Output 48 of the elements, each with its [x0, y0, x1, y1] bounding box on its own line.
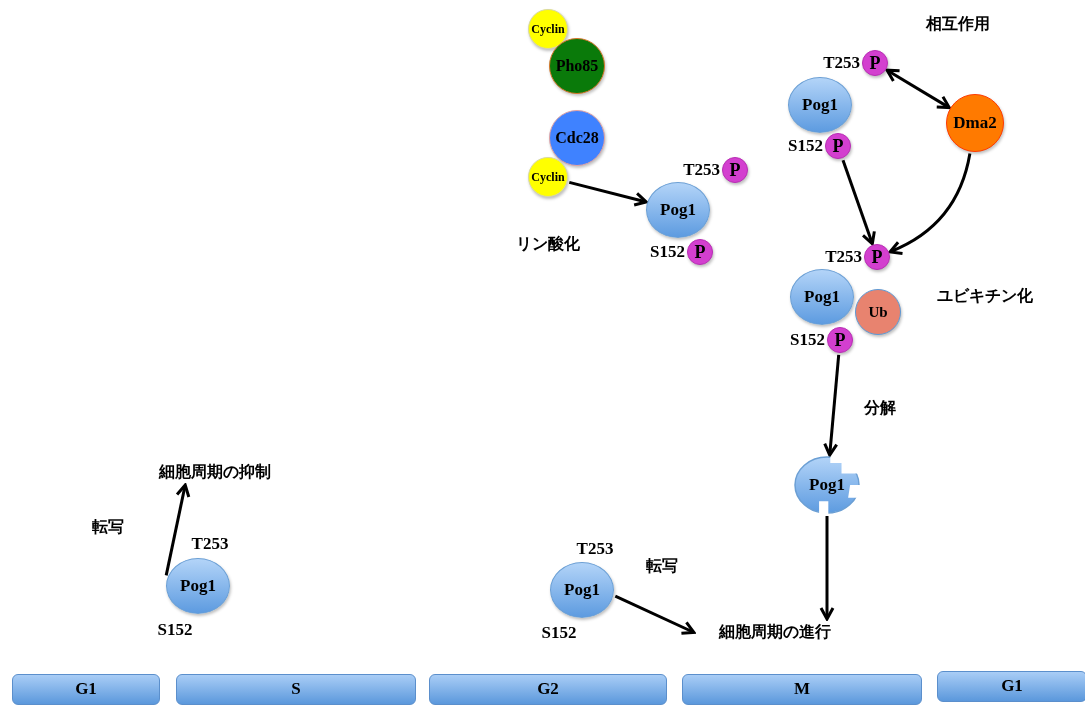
outcome-label: 細胞周期の抑制	[135, 460, 295, 484]
phase-bar: M	[682, 673, 922, 705]
site-label: T253	[576, 540, 614, 558]
edge-label: 相互作用	[924, 14, 992, 34]
phase-bar: G1	[937, 670, 1085, 702]
site-label: T253	[825, 248, 862, 266]
site-label: T253	[191, 535, 229, 553]
arrow	[841, 159, 876, 246]
phosphate-circle: P	[864, 244, 890, 270]
site-label: T253	[683, 161, 720, 179]
arrow	[614, 594, 696, 635]
phosphate-circle: P	[687, 239, 713, 265]
ligase-circle: Dma2	[946, 94, 1004, 152]
phosphate-circle: P	[825, 133, 851, 159]
protein-circle: Pog1	[166, 558, 230, 614]
arrow	[164, 483, 191, 576]
arrow	[568, 180, 648, 207]
kinase-circle: Cdc28	[549, 110, 605, 166]
phase-bar: G1	[12, 673, 160, 705]
site-label: S152	[157, 621, 193, 639]
protein-circle: Pog1	[788, 77, 852, 133]
site-label: S152	[788, 137, 823, 155]
edge-label: 分解	[862, 398, 898, 418]
phosphate-circle: P	[722, 157, 748, 183]
protein-circle: Pog1	[550, 562, 614, 618]
phase-bar: S	[176, 673, 416, 705]
outcome-label: 細胞周期の進行	[695, 620, 855, 644]
edge-label: 転写	[644, 556, 680, 576]
protein-circle: Pog1	[646, 182, 710, 238]
arrow	[888, 153, 972, 255]
site-label: S152	[541, 624, 577, 642]
arrow	[885, 68, 951, 110]
protein-circle: Pog1	[790, 269, 854, 325]
phosphate-circle: P	[862, 50, 888, 76]
phosphate-circle: P	[827, 327, 853, 353]
site-label: T253	[823, 54, 860, 72]
edge-label: ユビキチン化	[935, 286, 1035, 306]
cyclin-circle: Cyclin	[528, 9, 568, 49]
arrow	[819, 516, 835, 621]
phase-bar: G2	[429, 673, 667, 705]
degraded-protein: Pog1	[794, 456, 860, 514]
arrow	[823, 354, 841, 457]
kinase-circle: Pho85	[549, 38, 605, 94]
ubiquitin-circle: Ub	[855, 289, 901, 335]
edge-label: 転写	[90, 517, 126, 537]
site-label: S152	[790, 331, 825, 349]
cyclin-circle: Cyclin	[528, 157, 568, 197]
site-label: S152	[650, 243, 685, 261]
